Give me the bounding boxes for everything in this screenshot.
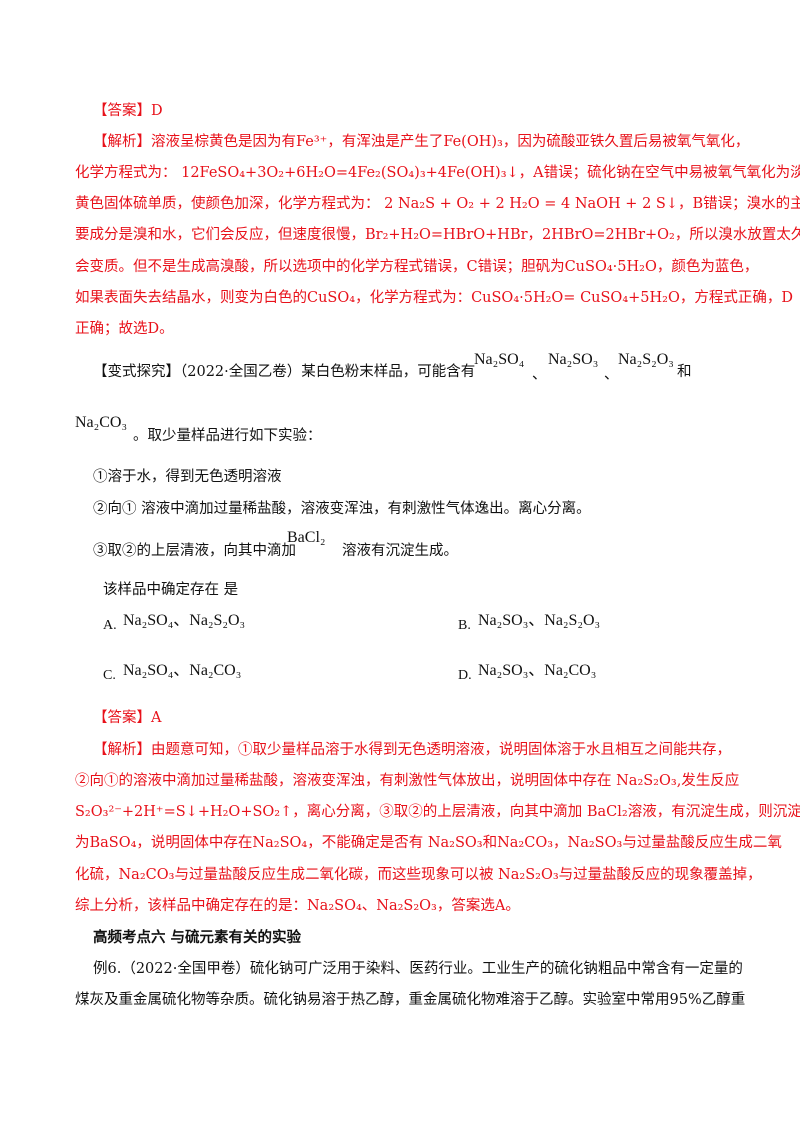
analysis-line: 要成分是溴和水，它们会反应，但速度很慢，Br₂+H₂O=HBrO+HBr，2HB…: [75, 227, 800, 243]
analysis-line: 会变质。但不是生成高溴酸，所以选项中的化学方程式错误，C错误；胆矾为CuSO₄·…: [75, 259, 759, 275]
formula-na2s2o3: Na₂S₂O₃: [618, 351, 674, 368]
answer-label: 【答案】D: [93, 103, 163, 119]
option-letter: C.: [103, 668, 116, 683]
formula-na2so4: Na₂SO₄: [474, 351, 525, 368]
analysis-line: S₂O₃²⁻+2H⁺=S↓+H₂O+SO₂↑，离心分离，③取②的上层清液，向其中…: [75, 804, 800, 820]
option-letter: D.: [458, 668, 472, 683]
step-3-pre: ③取②的上层清液，向其中滴加: [93, 543, 296, 559]
analysis-line: 如果表面失去结晶水，则变为白色的CuSO₄，化学方程式为：CuSO₄·5H₂O=…: [75, 290, 793, 306]
analysis-line: 化学方程式为： 12FeSO₄+3O₂+6H₂O=4Fe₂(SO₄)₃+4Fe(…: [75, 165, 800, 181]
analysis-line: ②向①的溶液中滴加过量稀盐酸，溶液变浑浊，有刺激性气体放出，说明固体中存在 Na…: [75, 773, 740, 789]
question-text: 该样品中确定存在 是: [103, 582, 239, 598]
variant-tail: 。取少量样品进行如下实验：: [133, 428, 322, 444]
option-text: Na₂SO₄、Na₂S₂O₃: [123, 612, 246, 629]
analysis-line: 综上分析，该样品中确定存在的是：Na₂SO₄、Na₂S₂O₃，答案选A。: [75, 898, 520, 914]
separator: 、: [604, 367, 619, 383]
step-2: ②向① 溶液中滴加过量稀盐酸，溶液变浑浊，有刺激性气体逸出。离心分离。: [93, 501, 591, 517]
formula-bacl2: BaCl₂: [287, 529, 326, 546]
variant-intro: 【变式探究】（2022·全国乙卷）某白色粉末样品，可能含有: [93, 364, 476, 380]
analysis-line: 【解析】溶液呈棕黄色是因为有Fe³⁺，有浑浊是产生了Fe(OH)₃，因为硫酸亚铁…: [93, 134, 750, 150]
step-1: ①溶于水，得到无色透明溶液: [93, 469, 282, 485]
step-3-post: 溶液有沉淀生成。: [342, 543, 458, 559]
analysis-line: 【解析】由题意可知，①取少量样品溶于水得到无色透明溶液，说明固体溶于水且相互之间…: [93, 742, 731, 758]
example-line: 例6.（2022·全国甲卷）硫化钠可广泛用于染料、医药行业。工业生产的硫化钠粗品…: [93, 961, 743, 977]
formula-na2co3: Na₂CO₃: [75, 414, 128, 431]
option-letter: B.: [458, 618, 471, 633]
separator: 、: [532, 367, 547, 383]
and-text: 和: [677, 364, 692, 380]
analysis-line: 正确；故选D。: [75, 321, 174, 337]
formula-na2so3: Na₂SO₃: [548, 351, 599, 368]
option-text: Na₂SO₃、Na₂S₂O₃: [478, 612, 601, 629]
option-letter: A.: [103, 618, 117, 633]
analysis-line: 黄色固体硫单质，使颜色加深，化学方程式为： 2 Na₂S + O₂ + 2 H₂…: [75, 196, 800, 212]
option-text: Na₂SO₃、Na₂CO₃: [478, 662, 597, 679]
option-text: Na₂SO₄、Na₂CO₃: [123, 662, 242, 679]
analysis-line: 为BaSO₄，说明固体中存在Na₂SO₄，不能确定是否有 Na₂SO₃和Na₂C…: [75, 835, 782, 851]
analysis-line: 化硫，Na₂CO₃与过量盐酸反应生成二氧化碳，而这些现象可以被 Na₂S₂O₃与…: [75, 867, 762, 883]
section-heading: 高频考点六 与硫元素有关的实验: [93, 929, 302, 946]
example-line: 煤灰及重金属硫化物等杂质。硫化钠易溶于热乙醇，重金属硫化物难溶于乙醇。实验室中常…: [75, 992, 746, 1008]
answer-label: 【答案】A: [93, 710, 162, 726]
